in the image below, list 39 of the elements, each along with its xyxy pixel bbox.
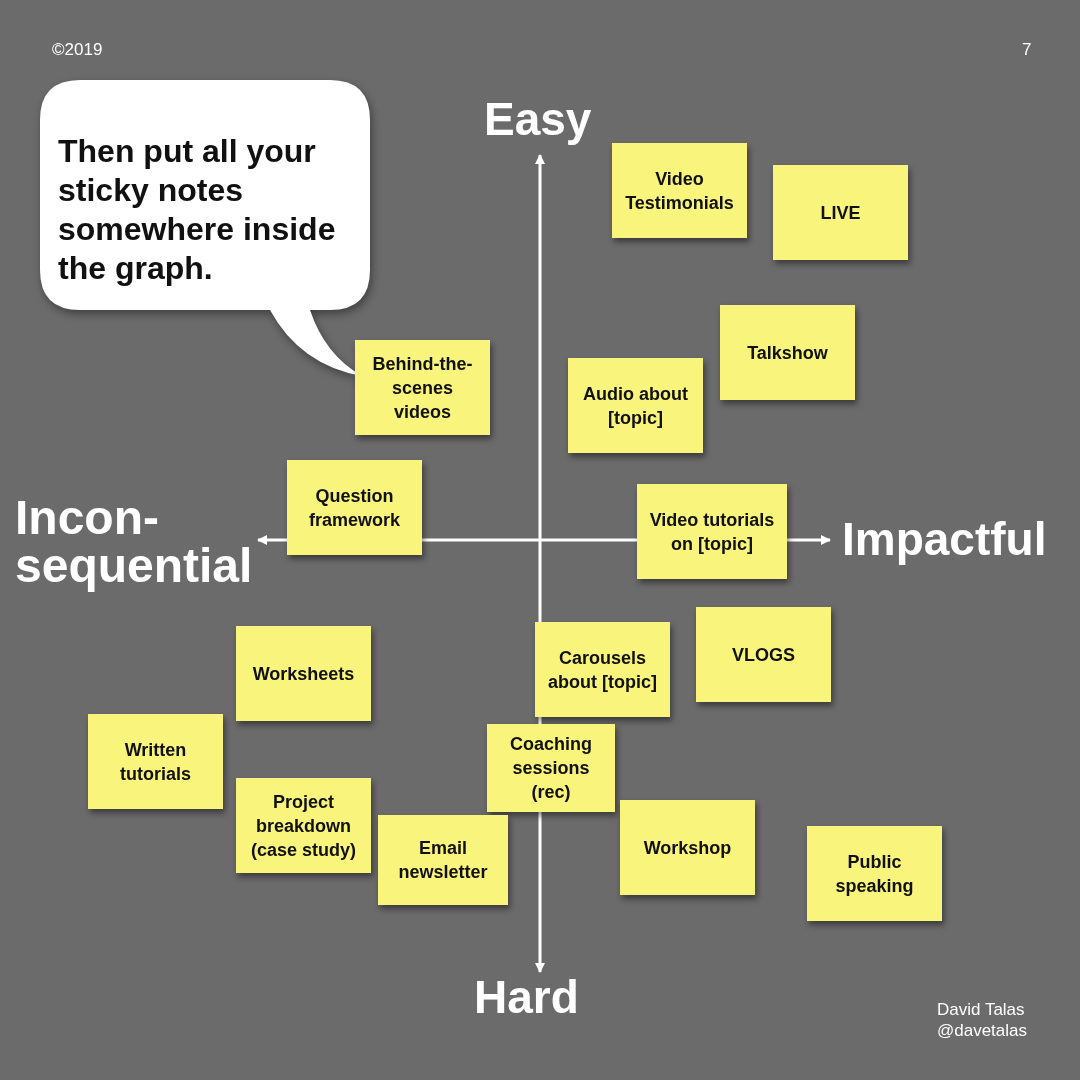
sticky-note — [236, 778, 371, 873]
author-name: David Talas — [937, 1000, 1025, 1021]
sticky-note — [535, 622, 670, 717]
note-text: Audio about [topic] — [582, 382, 689, 430]
author-handle: @davetalas — [937, 1021, 1028, 1042]
sticky-note — [773, 165, 908, 260]
sticky-note — [720, 305, 855, 400]
sticky-note — [355, 340, 490, 435]
sticky-note — [287, 460, 422, 555]
note-text: Talkshow — [747, 341, 828, 365]
sticky-note — [568, 358, 703, 453]
note-text: Question framework — [307, 484, 401, 532]
sticky-note — [487, 724, 615, 812]
page-number: 7 — [1022, 40, 1032, 61]
note-text: VLOGS — [732, 643, 795, 667]
note-text: Video Testimonials — [624, 167, 735, 215]
note-text: Workshop — [643, 836, 732, 860]
sticky-note — [88, 714, 223, 809]
note-text: Public speaking — [834, 850, 915, 898]
axis-label: Hard — [474, 974, 579, 1020]
sticky-note — [378, 815, 508, 905]
note-text: Video tutorials on [topic] — [648, 508, 776, 556]
sticky-note — [612, 143, 747, 238]
note-text: Written tutorials — [119, 738, 192, 786]
copyright-text: ©2019 — [52, 40, 103, 61]
note-text: Email newsletter — [397, 837, 489, 884]
sticky-note — [637, 484, 787, 579]
sticky-note — [236, 626, 371, 721]
bubble-text: Then put all your sticky notes somewhere inside the graph. — [58, 132, 337, 288]
note-text: Worksheets — [252, 662, 355, 686]
note-text: LIVE — [820, 201, 861, 225]
sticky-note — [696, 607, 831, 702]
note-text: Behind-the- scenes videos — [371, 352, 474, 424]
axis-label: Incon- sequential — [15, 494, 254, 590]
note-text: Coaching sessions (rec) — [509, 733, 593, 804]
note-text: Project breakdown (case study) — [249, 790, 357, 862]
note-text: Carousels about [topic] — [547, 646, 658, 694]
sticky-note — [620, 800, 755, 895]
sticky-note — [807, 826, 942, 921]
